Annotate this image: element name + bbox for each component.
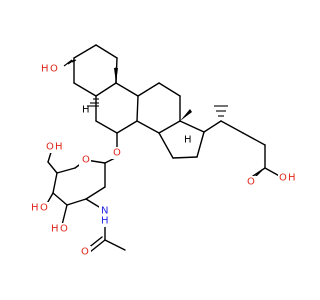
amide-oxygen-label: O [79, 246, 91, 258]
svg-text:O: O [82, 155, 90, 166]
svg-text:O: O [247, 177, 255, 188]
svg-text:H: H [82, 105, 90, 116]
svg-text:O: O [60, 224, 68, 235]
svg-text:H: H [288, 173, 296, 184]
svg-text:N: N [101, 206, 108, 217]
svg-text:H: H [41, 64, 49, 75]
ch2oh-label: O H [44, 141, 66, 153]
ho-top-label: H O [38, 63, 62, 75]
ring-b [95, 82, 139, 134]
methyl-c13-wedge [180, 109, 192, 121]
acid-carbonyl-oxygen-label: O [245, 176, 257, 188]
structure-canvas: H O H H O O O H H O H O N H O [29, 44, 298, 258]
glycosidic-oxygen-label: O [111, 147, 123, 159]
ring-d [158, 120, 205, 159]
ring-a [73, 44, 118, 97]
svg-text:H: H [101, 216, 109, 227]
h5-label: H [82, 105, 90, 116]
h13-label: H [184, 135, 192, 146]
svg-text:O: O [50, 64, 58, 75]
svg-text:O: O [113, 148, 121, 159]
svg-text:O: O [40, 203, 48, 214]
oh3-hashed-bond [63, 59, 77, 67]
ring-c [136, 82, 181, 134]
h5-hashed-bond [87, 98, 99, 107]
c-methyl-bond [104, 239, 126, 251]
c-o-bond-1 [89, 239, 106, 253]
nh-label: N H [99, 205, 113, 227]
svg-text:H: H [184, 135, 192, 146]
c3-oh-bond [61, 204, 68, 226]
svg-text:H: H [31, 203, 39, 214]
side-chain [203, 120, 284, 181]
svg-text:O: O [81, 247, 89, 258]
c4-oh-label: H O [29, 202, 51, 214]
c3-oh-label: H O [49, 223, 71, 235]
acid-hydroxyl-label: O H [278, 172, 298, 184]
methyl-c10-wedge [114, 68, 118, 83]
ch2oh-bond-1 [47, 161, 58, 174]
svg-text:O: O [46, 142, 54, 153]
svg-text:H: H [55, 142, 63, 153]
svg-text:H: H [51, 224, 59, 235]
side-chain-methyl-hashed [214, 105, 228, 117]
svg-text:O: O [279, 173, 287, 184]
ring-oxygen-label: O [79, 154, 91, 166]
molecule-diagram: H O H H O O O H H O H O N H O [29, 44, 298, 258]
